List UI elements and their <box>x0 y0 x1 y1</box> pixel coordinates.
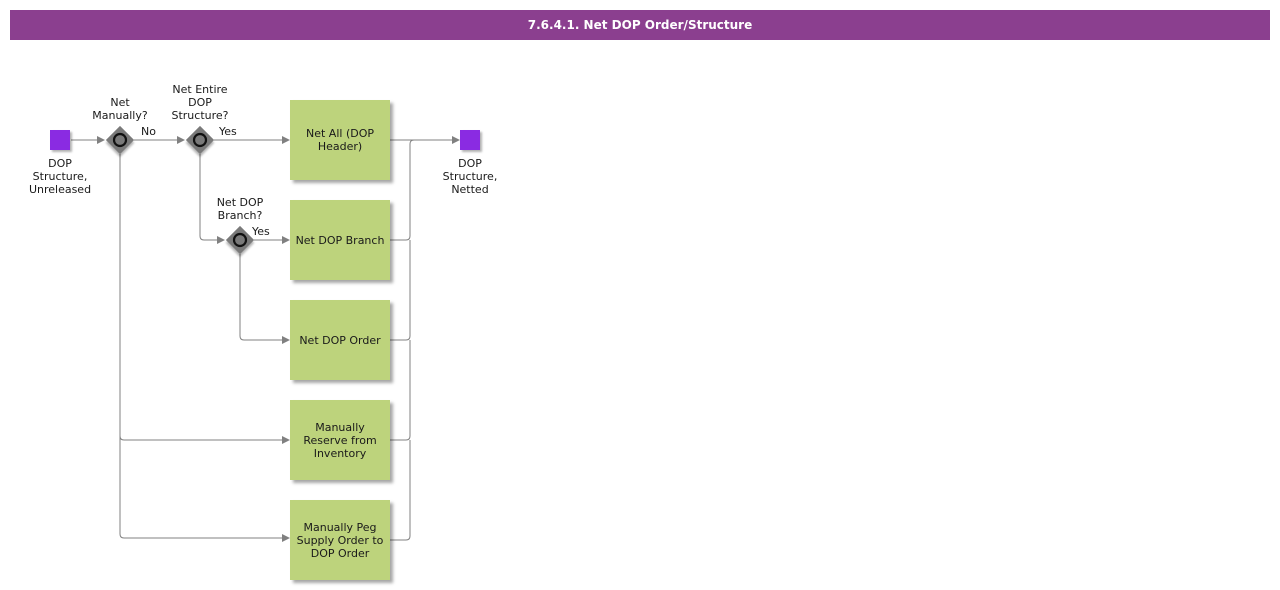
end-event-label: DOP Structure, Netted <box>442 157 498 196</box>
gateway-net-manually <box>105 125 135 155</box>
task-manually-peg: Manually Peg Supply Order to DOP Order <box>290 500 390 580</box>
flow-no-label: No <box>141 125 156 138</box>
task-manually-peg-label: Manually Peg Supply Order to DOP Order <box>296 520 384 560</box>
flow-order-out <box>390 240 411 341</box>
flow-to-net-branch-gateway <box>199 154 225 244</box>
gateway-marker-icon <box>112 132 128 148</box>
task-net-dop-branch: Net DOP Branch <box>290 200 390 280</box>
flow-to-peg <box>119 436 290 542</box>
task-manually-reserve: Manually Reserve from Inventory <box>290 400 390 480</box>
flow-to-net-order <box>239 254 290 344</box>
end-event <box>460 130 480 150</box>
task-net-dop-order: Net DOP Order <box>290 300 390 380</box>
gateway-marker-icon <box>232 232 248 248</box>
flow-yes-label-1: Yes <box>219 125 237 138</box>
gateway-net-branch-label: Net DOP Branch? <box>216 196 264 222</box>
gateway-net-manually-label: Net Manually? <box>92 96 148 122</box>
flow-reserve-out <box>390 340 411 441</box>
gateway-marker-icon <box>192 132 208 148</box>
task-net-dop-order-label: Net DOP Order <box>299 333 381 347</box>
flow-peg-out <box>390 440 411 541</box>
start-event-label: DOP Structure, Unreleased <box>28 157 92 196</box>
flow-branch-out <box>390 139 415 241</box>
start-event <box>50 130 70 150</box>
gateway-net-entire-label: Net Entire DOP Structure? <box>171 83 229 122</box>
task-net-all-label: Net All (DOP Header) <box>306 127 374 153</box>
task-net-dop-branch-label: Net DOP Branch <box>295 233 385 247</box>
task-net-all: Net All (DOP Header) <box>290 100 390 180</box>
gateway-net-entire <box>185 125 215 155</box>
flow-yes-label-2: Yes <box>252 225 270 238</box>
task-manually-reserve-label: Manually Reserve from Inventory <box>303 420 377 460</box>
diagram-title: 7.6.4.1. Net DOP Order/Structure <box>10 10 1270 40</box>
gateway-net-branch <box>225 225 255 255</box>
